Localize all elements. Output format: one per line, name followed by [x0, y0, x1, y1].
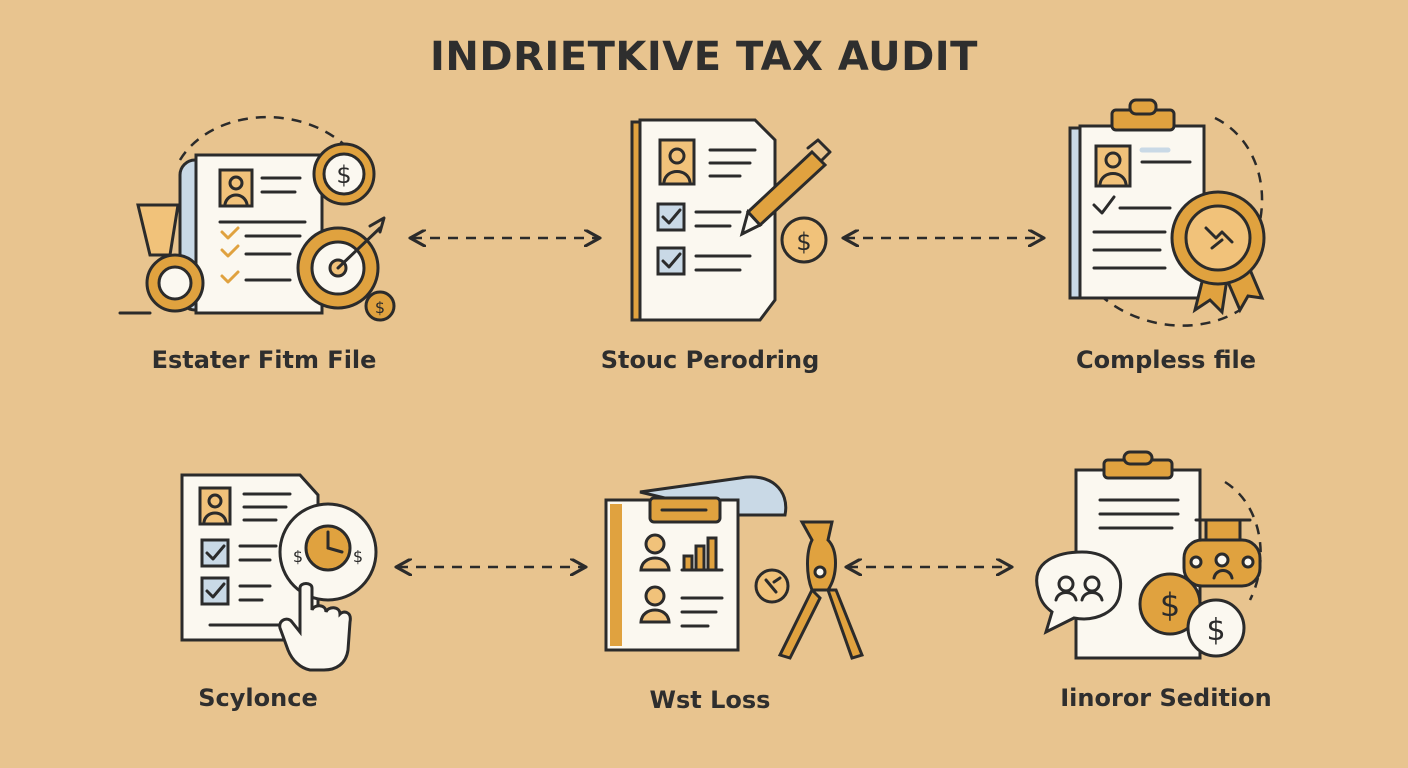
clipboard-coins-icon: $ $ [1035, 450, 1262, 660]
clipboard-seal-icon [1068, 98, 1266, 327]
svg-text:$: $ [293, 547, 303, 566]
svg-text:$: $ [1206, 613, 1225, 648]
node-label-1: Estater Fitm File [152, 346, 377, 374]
node-label-6: Iinoror Sedition [1060, 684, 1272, 712]
svg-text:$: $ [796, 228, 811, 256]
diagram-title: INDRIETKIVE TAX AUDIT [430, 34, 978, 80]
svg-text:$: $ [375, 298, 385, 317]
svg-text:$: $ [353, 547, 363, 566]
document-gears-icon: $ $ [118, 115, 396, 322]
svg-text:$: $ [336, 161, 351, 189]
clipboard-chart-icon [604, 475, 865, 660]
svg-text:$: $ [1160, 586, 1180, 624]
node-label-4: Scylonce [198, 684, 317, 712]
node-label-5: Wst Loss [650, 686, 771, 714]
node-label-3: Compless file [1076, 346, 1256, 374]
document-pen-icon: $ [630, 118, 832, 322]
document-clock-hand-icon: $ $ [180, 473, 378, 672]
node-label-2: Stouc Perodring [601, 346, 820, 374]
